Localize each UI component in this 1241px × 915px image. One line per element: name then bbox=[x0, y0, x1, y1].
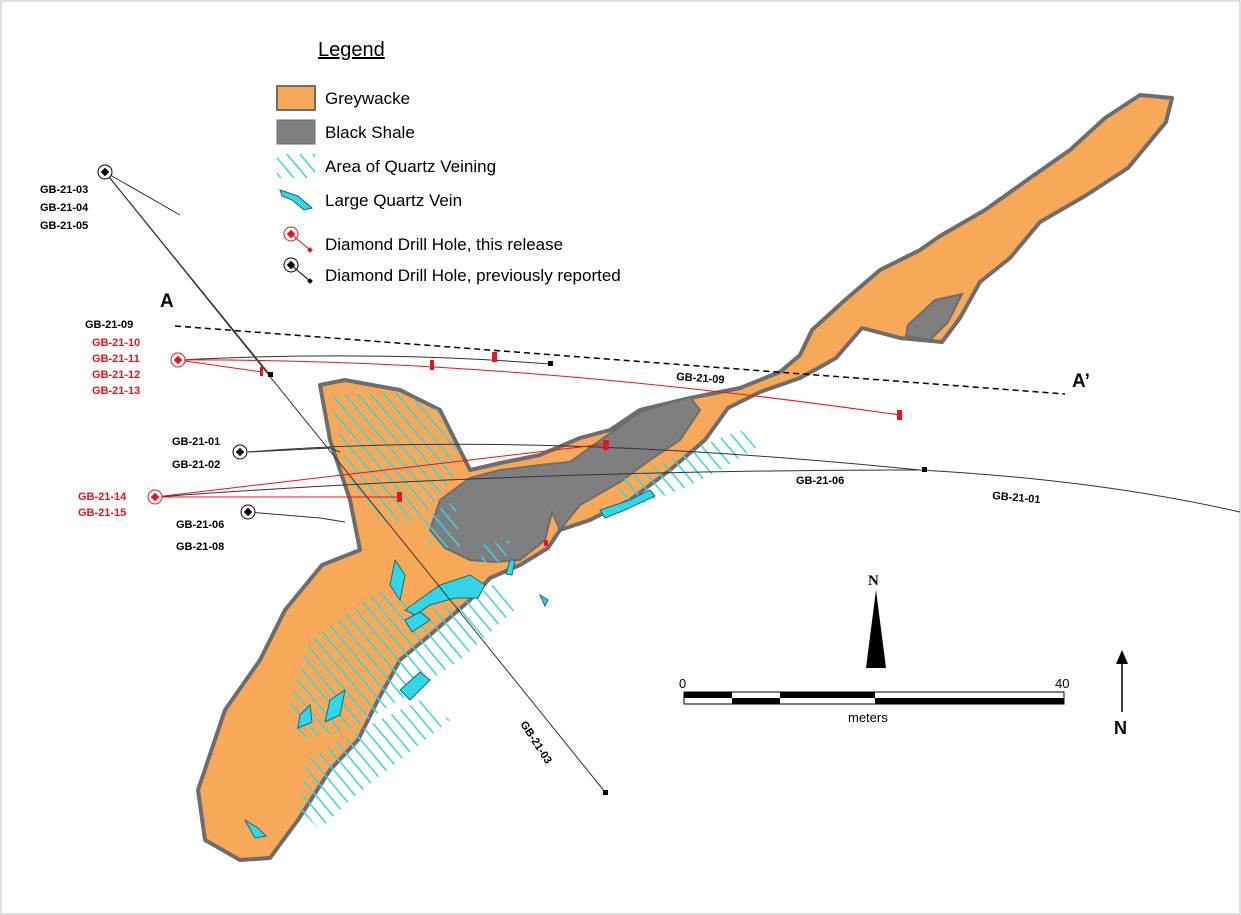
drill-traces-previous bbox=[104, 171, 1241, 793]
scale-max-label: 40 bbox=[1055, 676, 1069, 691]
greywacke-swatch bbox=[276, 85, 316, 111]
quartz-vein-icon bbox=[279, 189, 314, 211]
legend-label: Diamond Drill Hole, previously reported bbox=[325, 266, 621, 285]
collar-label: GB-21-04 bbox=[40, 202, 89, 214]
section-start-label: A bbox=[160, 291, 174, 312]
quartz-veining-area-6 bbox=[480, 540, 510, 562]
greywacke-unit bbox=[196, 93, 1174, 862]
drill-traces-new bbox=[154, 359, 901, 498]
assay-interval-markers bbox=[260, 352, 902, 546]
collar-new-2 bbox=[147, 489, 163, 505]
large-quartz-veins bbox=[243, 489, 656, 839]
quartz-veining-area-3 bbox=[290, 580, 520, 740]
drill-trace-end-markers bbox=[268, 361, 927, 795]
trace-label: GB-21-06 bbox=[796, 475, 844, 487]
legend: Legend Greywacke Black Shale Area of Qua… bbox=[276, 39, 621, 285]
north-arrow-label: N bbox=[1114, 718, 1127, 738]
trace-label: GB-21-09 bbox=[676, 371, 725, 386]
collar-old-3 bbox=[240, 504, 256, 520]
north-arrow-icon bbox=[1116, 650, 1128, 664]
trace-label: GB-21-01 bbox=[992, 490, 1041, 506]
collar-label: GB-21-01 bbox=[172, 436, 220, 448]
north-symbol-label: N bbox=[868, 573, 879, 589]
scale-bar: 0 40 meters bbox=[679, 676, 1069, 725]
legend-label: Large Quartz Vein bbox=[325, 191, 462, 210]
drill-hole-new-icon bbox=[283, 226, 313, 253]
collar-label: GB-21-05 bbox=[40, 220, 88, 232]
scale-unit-label: meters bbox=[848, 710, 888, 725]
collar-label: GB-21-15 bbox=[78, 507, 126, 519]
black-shale-unit-ne bbox=[904, 292, 964, 342]
collar-label: GB-21-10 bbox=[92, 337, 140, 349]
legend-label: Diamond Drill Hole, this release bbox=[325, 235, 563, 254]
section-line bbox=[174, 325, 1066, 395]
collar-label: GB-21-14 bbox=[78, 491, 127, 503]
legend-label: Greywacke bbox=[325, 89, 410, 108]
collar-old-1 bbox=[97, 164, 113, 180]
collar-label: GB-21-09 bbox=[85, 319, 133, 331]
legend-label: Black Shale bbox=[325, 123, 415, 142]
north-triangle-icon bbox=[866, 590, 886, 668]
quartz-veining-area-1 bbox=[330, 392, 458, 522]
quartz-veining-area-2 bbox=[420, 500, 460, 550]
section-end-label: A’ bbox=[1072, 371, 1090, 392]
collar-label: GB-21-11 bbox=[92, 353, 140, 365]
north-arrow: N bbox=[1114, 650, 1128, 738]
collar-label: GB-21-13 bbox=[92, 385, 140, 397]
collar-new-1 bbox=[170, 352, 186, 368]
quartz-veining-area-5 bbox=[620, 430, 760, 505]
legend-label: Area of Quartz Veining bbox=[325, 157, 496, 176]
collar-label: GB-21-03 bbox=[40, 184, 88, 196]
collar-old-2 bbox=[232, 444, 248, 460]
black-shale-swatch bbox=[276, 119, 316, 145]
trace-label: GB-21-03 bbox=[517, 719, 553, 766]
collar-label: GB-21-08 bbox=[176, 541, 224, 553]
drill-hole-old-icon bbox=[283, 257, 313, 284]
scale-min-label: 0 bbox=[679, 676, 686, 691]
legend-title: Legend bbox=[318, 39, 385, 61]
quartz-veining-area-4 bbox=[300, 700, 450, 830]
collar-label: GB-21-06 bbox=[176, 519, 224, 531]
collar-label: GB-21-02 bbox=[172, 459, 220, 471]
north-symbol: N bbox=[866, 573, 886, 668]
quartz-veining-swatch bbox=[277, 154, 315, 178]
collar-label: GB-21-12 bbox=[92, 369, 140, 381]
